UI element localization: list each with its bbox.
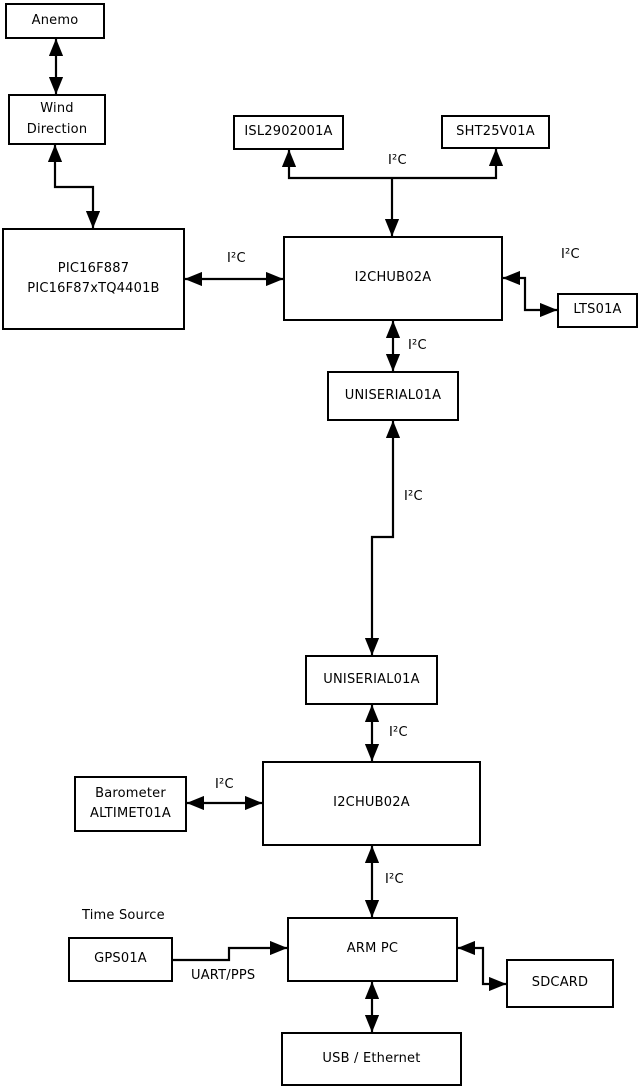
node-sht25v01a: SHT25V01A (441, 115, 550, 149)
node-gps01a-label: GPS01A (94, 951, 147, 967)
node-usb-ethernet-label: USB / Ethernet (322, 1050, 421, 1066)
uart-pps-label: UART/PPS (191, 968, 256, 983)
node-i2chub02a-bottom-label: I2CHUB02A (333, 795, 410, 811)
node-arm-pc: ARM PC (287, 917, 458, 982)
i2c-label-uniserial-link: I²C (404, 489, 423, 504)
node-arm-pc-label: ARM PC (346, 941, 399, 957)
connector-gps-armpc (173, 940, 288, 962)
node-barometer-label-line1: Barometer (95, 785, 166, 801)
node-uniserial01a-bottom-label: UNISERIAL01A (323, 671, 420, 687)
node-uniserial01a-top: UNISERIAL01A (327, 371, 459, 421)
time-source-label: Time Source (82, 908, 165, 923)
node-i2chub02a-top-label: I2CHUB02A (354, 270, 432, 286)
node-sht25v01a-label: SHT25V01A (456, 123, 535, 139)
node-sdcard: SDCARD (506, 959, 614, 1008)
node-pic16f887: PIC16F887 PIC16F87xTQ4401B (2, 228, 185, 330)
i2c-label-sensor-bus: I²C (388, 153, 407, 168)
node-pic16f887-label-line1: PIC16F887 (57, 260, 130, 276)
node-usb-ethernet: USB / Ethernet (281, 1032, 462, 1086)
i2c-label-uniserial-hub: I²C (389, 725, 408, 740)
node-lts01a: LTS01A (557, 293, 638, 328)
node-wind-direction-label-line2: Direction (26, 121, 88, 137)
node-gps01a: GPS01A (68, 937, 173, 982)
connector-i2chub-top-lts (502, 270, 558, 318)
node-uniserial01a-bottom: UNISERIAL01A (305, 655, 438, 705)
node-barometer-altimet01a: Barometer ALTIMET01A (74, 776, 187, 832)
node-sdcard-label: SDCARD (531, 975, 589, 991)
i2c-label-lts: I²C (561, 247, 580, 262)
i2c-label-hub-armpc: I²C (385, 872, 404, 887)
node-i2chub02a-bottom: I2CHUB02A (262, 761, 481, 846)
node-anemo: Anemo (5, 3, 105, 39)
node-isl2902001a: ISL2902001A (233, 115, 344, 150)
node-pic16f887-label-line2: PIC16F87xTQ4401B (27, 281, 160, 296)
i2c-label-pic-hub: I²C (227, 251, 246, 266)
node-wind-direction: Wind Direction (8, 94, 106, 145)
connector-uniserial-link (364, 420, 401, 656)
node-isl2902001a-label: ISL2902001A (244, 124, 333, 140)
i2c-label-hub-uniserial: I²C (408, 338, 427, 353)
connector-wind-pic (47, 144, 101, 229)
connector-armpc-sdcard (457, 940, 507, 992)
node-anemo-label: Anemo (31, 12, 79, 28)
i2c-label-barometer: I²C (215, 777, 234, 792)
node-uniserial01a-top-label: UNISERIAL01A (344, 387, 442, 403)
node-wind-direction-label-line1: Wind (40, 101, 74, 117)
node-i2chub02a-top: I2CHUB02A (283, 236, 503, 321)
node-lts01a-label: LTS01A (573, 302, 622, 318)
node-barometer-label-line2: ALTIMET01A (90, 806, 171, 821)
